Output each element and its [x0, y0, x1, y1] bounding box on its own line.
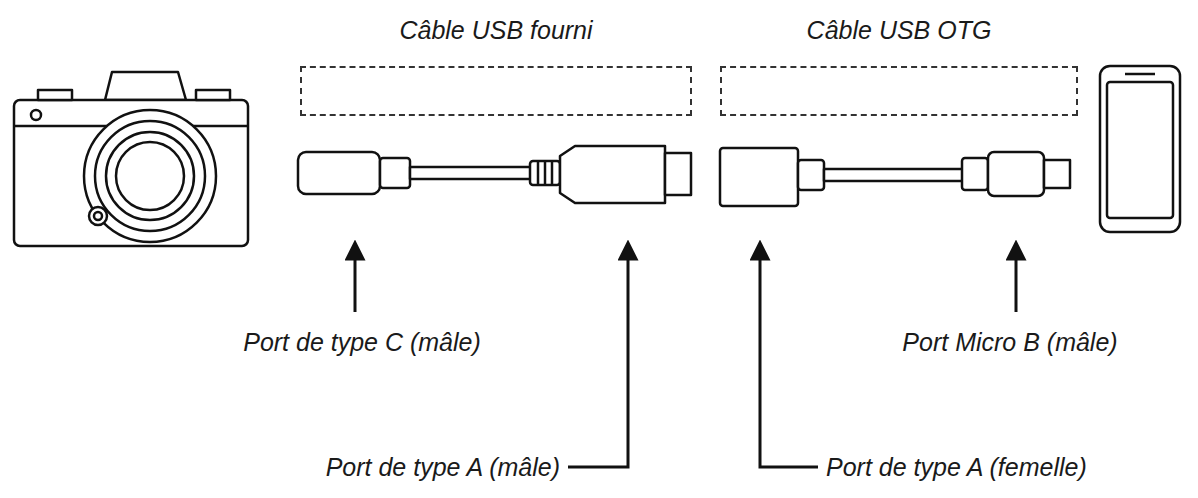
- cable-title: Câble USB OTG: [722, 16, 1076, 45]
- usb-cable: [298, 146, 691, 203]
- leader-arrows: [355, 250, 1016, 467]
- smartphone: [1100, 66, 1180, 232]
- port-label: Port de type C (mâle): [241, 328, 483, 357]
- cable-title: Câble USB fourni: [302, 16, 690, 45]
- port-label: Port de type A (mâle): [324, 453, 562, 482]
- port-label: Port de type A (femelle): [824, 453, 1089, 482]
- otg-cable: [720, 148, 1070, 206]
- port-label: Port Micro B (mâle): [900, 328, 1119, 357]
- cable-group: Câble USB OTG: [720, 66, 1078, 116]
- cable-group: Câble USB fourni: [300, 66, 692, 116]
- camera: [14, 72, 248, 246]
